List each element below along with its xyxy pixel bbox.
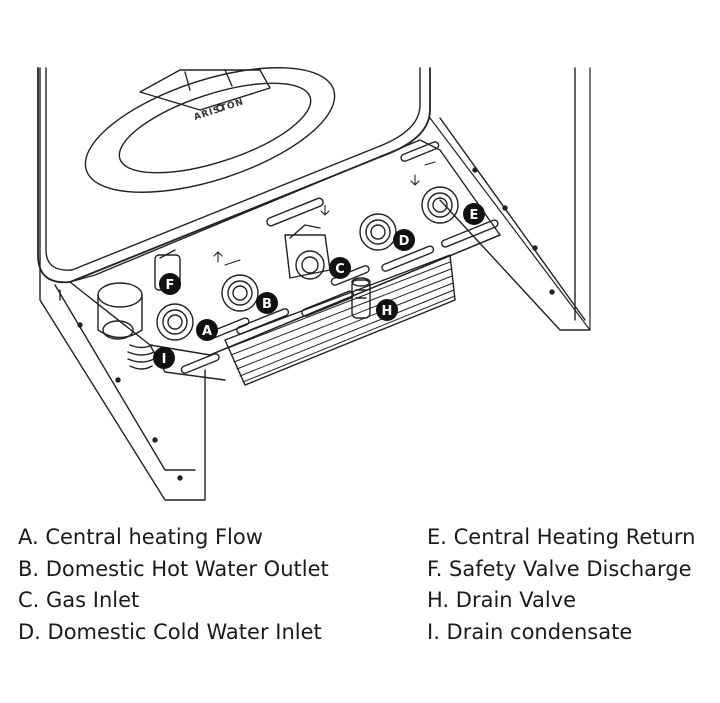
badge-h: H <box>376 299 398 321</box>
boiler-casing: ARISTON <box>37 67 431 284</box>
svg-text:D: D <box>399 234 410 249</box>
badge-a: A <box>196 319 218 341</box>
svg-text:E: E <box>470 208 479 223</box>
legend-item-e: E. Central Heating Return <box>427 525 696 549</box>
svg-text:I: I <box>162 352 167 367</box>
badge-f: F <box>159 273 181 295</box>
boiler-connections-diagram: ARISTON <box>37 67 591 501</box>
legend-item-f: F. Safety Valve Discharge <box>427 556 692 581</box>
fitting-a <box>156 303 194 341</box>
badge-b: B <box>256 292 278 314</box>
legend-left-column: A. Central heating Flow B. Domestic Hot … <box>18 522 329 648</box>
legend-right-column: E. Central Heating Return F. Safety Valv… <box>427 522 695 648</box>
mounting-frame <box>39 67 591 501</box>
badge-c: C <box>329 257 351 279</box>
label-badges: A B C D E F H I <box>153 203 485 369</box>
legend-item-d: D. Domestic Cold Water Inlet <box>18 619 322 644</box>
fitting-c-gas-cock <box>284 224 331 280</box>
legend-item-c: C. Gas Inlet <box>18 588 140 612</box>
legend-item-a: A. Central heating Flow <box>18 525 263 549</box>
legend-item-i: I. Drain condensate <box>427 619 633 644</box>
fitting-i-condensate-trap <box>97 282 155 370</box>
badge-e: E <box>463 203 485 225</box>
flow-arrows <box>213 161 436 266</box>
fitting-d <box>359 213 397 251</box>
heat-exchanger <box>224 254 456 386</box>
badge-d: D <box>393 229 415 251</box>
fitting-e <box>421 186 459 224</box>
fitting-b <box>221 274 259 312</box>
svg-text:F: F <box>166 278 175 293</box>
svg-text:A: A <box>202 324 212 339</box>
fitting-h-drain-valve <box>351 277 371 319</box>
brand-logo: ARISTON <box>193 97 246 123</box>
svg-text:B: B <box>262 297 272 312</box>
svg-text:H: H <box>382 304 393 319</box>
legend-item-h: H. Drain Valve <box>427 588 577 612</box>
badge-i: I <box>153 347 175 369</box>
legend-item-b: B. Domestic Hot Water Outlet <box>18 556 329 581</box>
svg-text:C: C <box>335 262 345 277</box>
